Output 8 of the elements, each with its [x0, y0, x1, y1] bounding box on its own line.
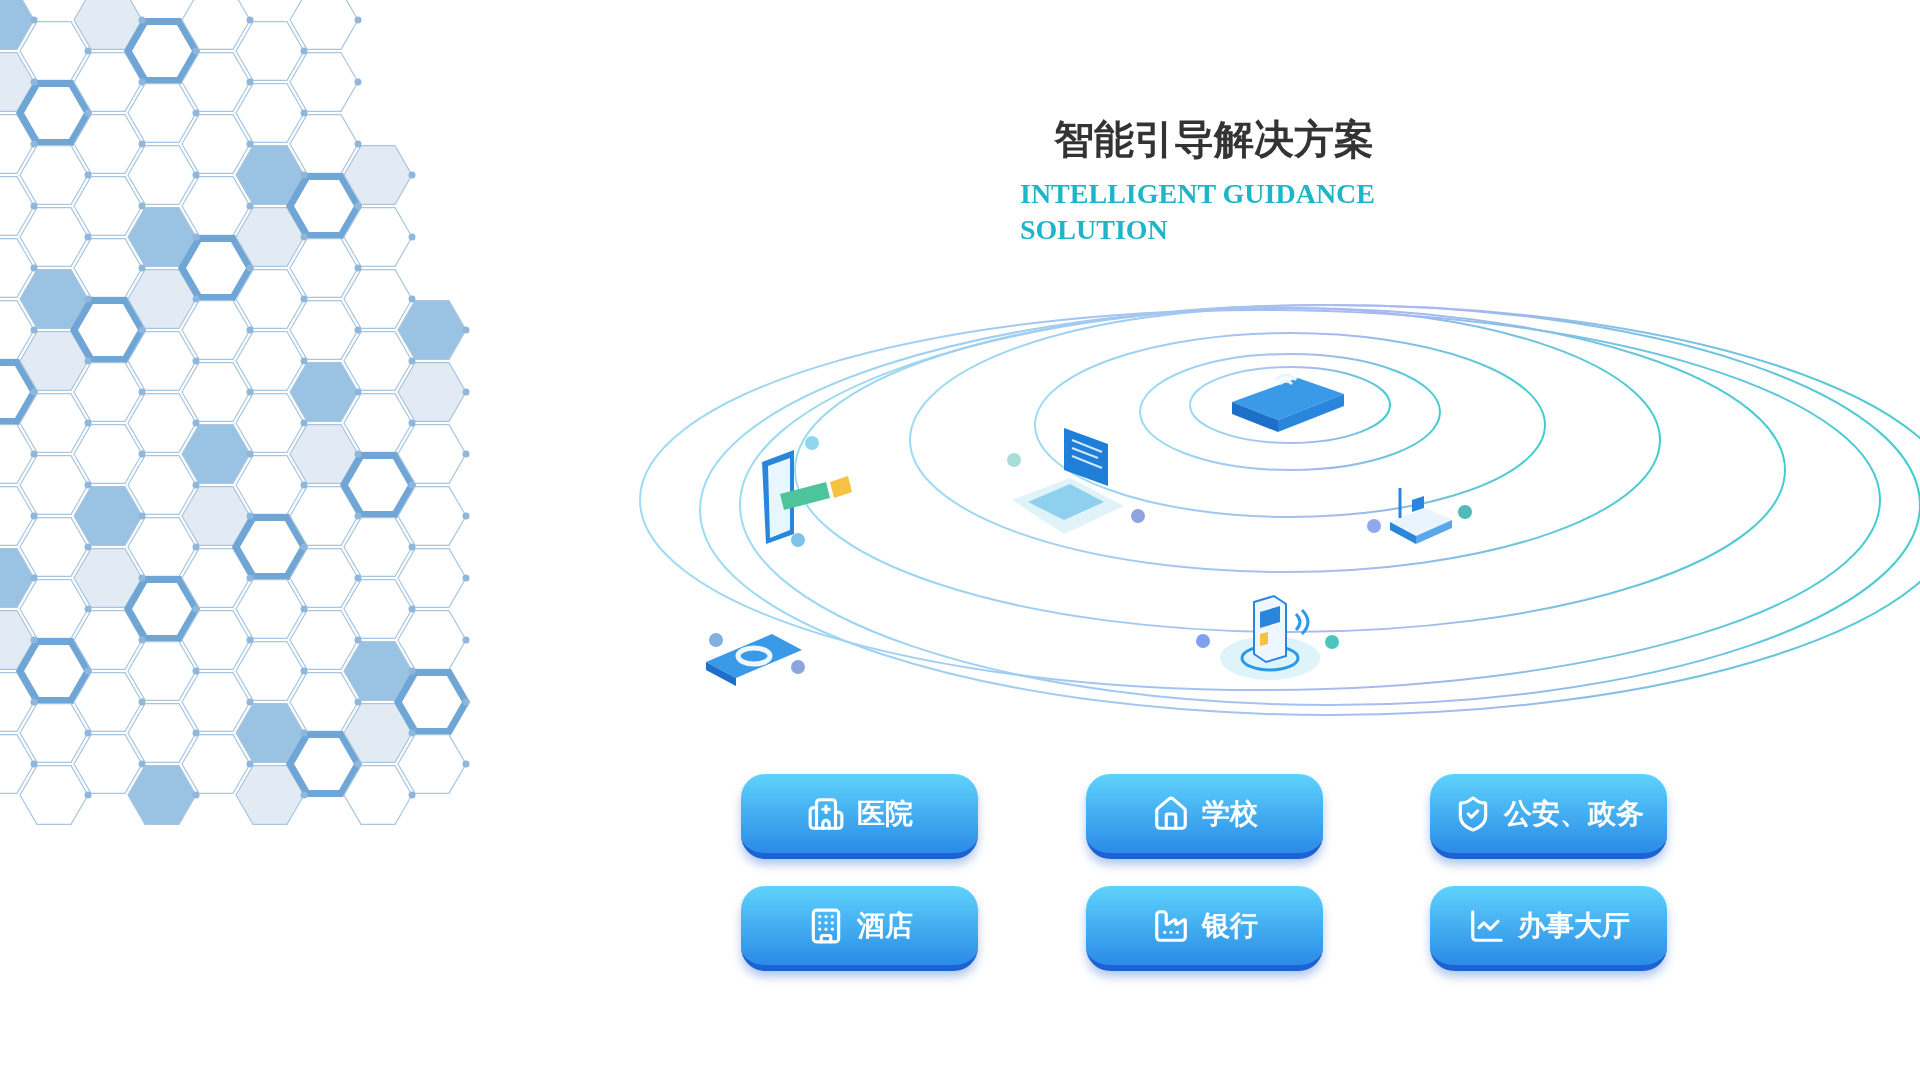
category-button: 公安、政务 — [1430, 774, 1667, 859]
title: 智能引导解决方案 — [1054, 115, 1374, 164]
category-button: 医院 — [741, 774, 978, 859]
category-button: 酒店 — [741, 886, 978, 971]
subtitle: INTELLIGENT GUIDANCE SOLUTION — [1020, 177, 1377, 248]
category-button: 办事大厅 — [1430, 886, 1667, 971]
category-button: 学校 — [1086, 774, 1323, 859]
category-button: 银行 — [1086, 886, 1323, 971]
